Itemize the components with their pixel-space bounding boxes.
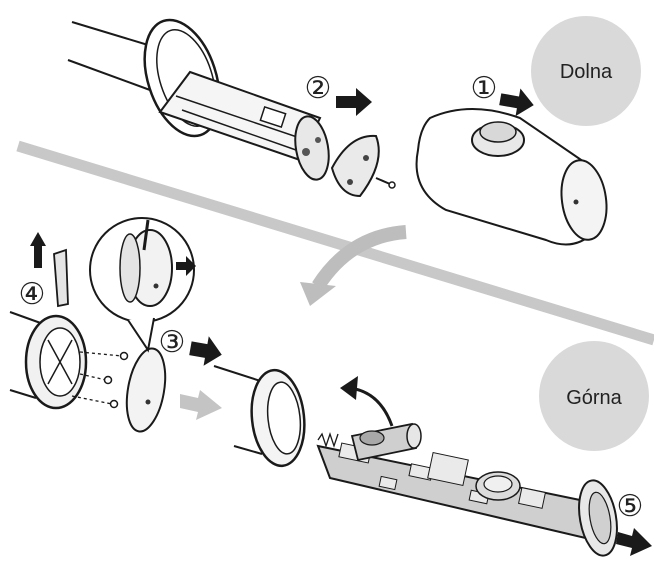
step-5-marker: ⑤ [617,490,644,523]
lower-section-label: Dolna [560,61,613,83]
transition-arrow [300,225,407,306]
upper-section-label: Górna [566,387,622,409]
section-divider [16,140,654,346]
upper-section-badge [539,341,649,451]
step-1-marker: ① [471,72,498,105]
lower-section-badge [531,16,641,126]
lower-part-illustration [67,18,608,246]
upper-part-illustration [9,217,652,557]
step-4-marker: ④ [19,278,46,311]
step-2-marker: ② [305,72,332,105]
step-3-marker: ③ [159,326,186,359]
